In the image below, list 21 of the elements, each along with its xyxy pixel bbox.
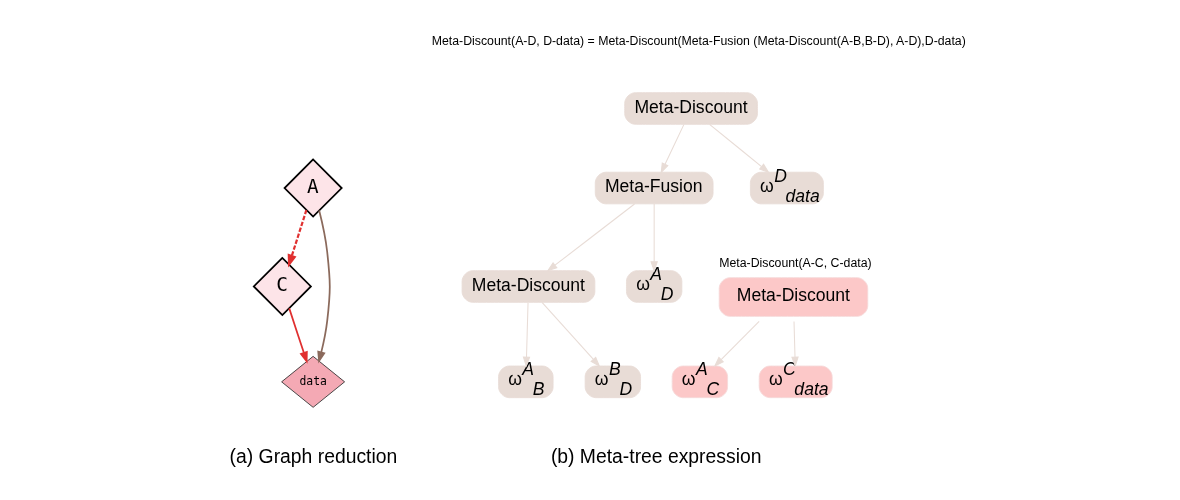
arrow xyxy=(546,203,636,272)
arrow xyxy=(541,301,601,368)
node-diamond: A xyxy=(283,158,343,218)
node-label: Meta-Discount(A-C, C-data) xyxy=(719,256,872,271)
arrow xyxy=(287,209,308,268)
node-diamond: C xyxy=(252,256,313,317)
node-diamond: data xyxy=(281,355,346,408)
arrow xyxy=(660,123,685,174)
arrow xyxy=(713,320,760,367)
arrow xyxy=(288,307,308,364)
label: Meta-Discount(A-D, D-data) = Meta-Discount(Meta-Fusion (Meta-Discount(A-B,B-D), A-D),D-data) xyxy=(431,33,966,48)
node-box: Meta-Discount xyxy=(461,270,596,303)
label: (a) Graph reduction xyxy=(229,446,398,468)
arrow xyxy=(791,320,799,368)
node-box: Meta-Discount xyxy=(624,92,758,125)
node-box: Meta-Fusion xyxy=(594,171,714,205)
label: (b) Meta-tree expression xyxy=(550,446,762,468)
arrow xyxy=(317,209,331,364)
arrow xyxy=(709,123,770,174)
arrow xyxy=(650,203,658,273)
arrow xyxy=(522,301,531,368)
